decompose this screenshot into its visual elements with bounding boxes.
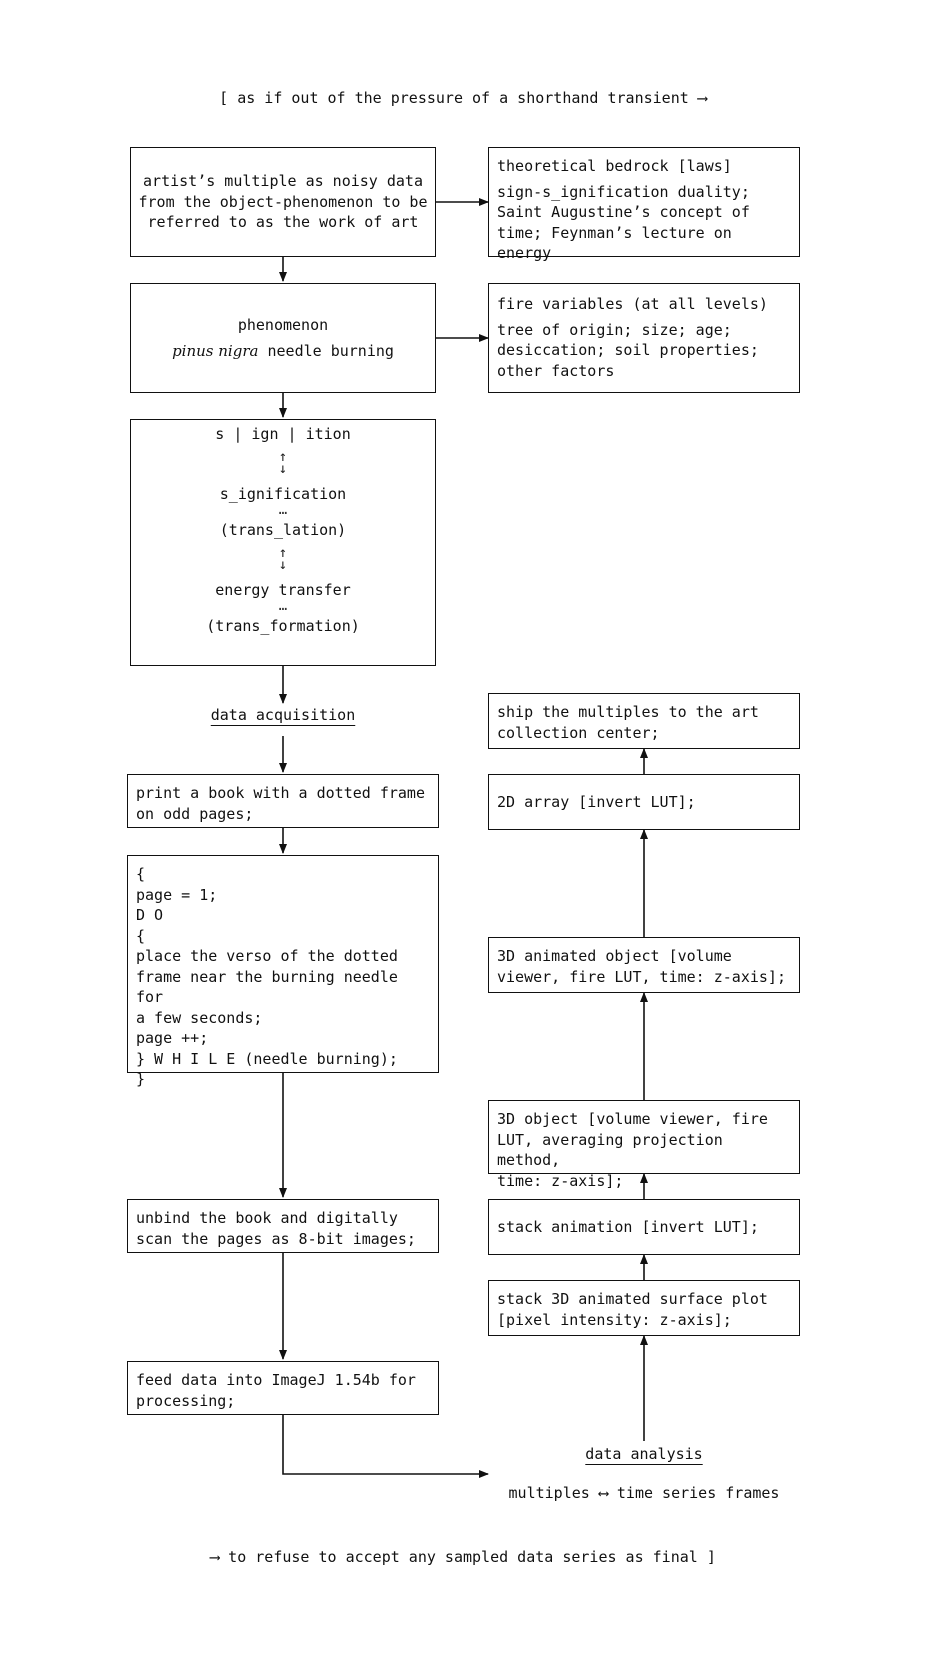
- fire-line: desiccation; soil properties;: [497, 341, 759, 359]
- surface-line: stack 3D animated surface plot: [497, 1290, 768, 1308]
- artist-multiple-box: artist’s multiple as noisy data from the…: [130, 147, 436, 257]
- loop-line: D O: [136, 906, 164, 924]
- double-arrow-icon: ↑: [278, 545, 288, 561]
- anim3d-line: 3D animated object [volume: [497, 947, 732, 965]
- surface-line: [pixel intensity: z-axis];: [497, 1310, 732, 1329]
- feed-line: feed data into ImageJ 1.54b for: [136, 1371, 416, 1389]
- translation-line: (trans_lation): [219, 521, 347, 539]
- header-caption: [ as if out of the pressure of a shortha…: [219, 89, 707, 107]
- artist-line: from the object-phenomenon to be: [138, 192, 428, 211]
- data-analysis-label: data analysis: [585, 1445, 703, 1463]
- obj3d-line: 3D object [volume viewer, fire: [497, 1110, 768, 1128]
- fire-line: other factors: [497, 361, 615, 380]
- ellipsis: …: [278, 598, 288, 614]
- unbind-line: unbind the book and digitally: [136, 1209, 398, 1227]
- loop-line: frame near the burning needle for: [136, 967, 407, 1007]
- feed-imagej-box: feed data into ImageJ 1.54b for processi…: [127, 1361, 439, 1415]
- artist-line: artist’s multiple as noisy data: [143, 172, 423, 191]
- obj3d-line: LUT, averaging projection method,: [497, 1130, 732, 1170]
- unbind-line: scan the pages as 8-bit images;: [136, 1229, 416, 1248]
- multiples-caption: multiples ⟷ time series frames: [508, 1484, 780, 1502]
- fire-variables-box: fire variables (at all levels) tree of o…: [488, 283, 800, 393]
- fire-line: tree of origin; size; age;: [497, 320, 732, 339]
- double-arrow-icon: ↓: [278, 461, 288, 477]
- loop-line: place the verso of the dotted: [136, 947, 398, 965]
- loop-line: page = 1;: [136, 885, 218, 904]
- print-line: print a book with a dotted frame: [136, 784, 425, 802]
- footer-caption: ⟶ to refuse to accept any sampled data s…: [210, 1548, 716, 1566]
- ship-line: ship the multiples to the art: [497, 703, 759, 721]
- data-acquisition-label: data acquisition: [210, 706, 356, 724]
- double-arrow-icon: ↑: [278, 449, 288, 465]
- loop-line: } W H I L E (needle burning);: [136, 1049, 398, 1068]
- double-arrow-icon: ↓: [278, 557, 288, 573]
- phenomenon-rest: needle burning: [258, 342, 394, 360]
- theory-title: theoretical bedrock [laws]: [497, 157, 732, 175]
- array-2d-box: 2D array [invert LUT];: [488, 774, 800, 830]
- arrow-feed-to-analysis: [282, 1415, 489, 1478]
- feed-line: processing;: [136, 1391, 236, 1410]
- theory-line: time; Feynman’s lecture on energy: [497, 223, 741, 263]
- energy-transfer-line: energy transfer: [215, 581, 351, 599]
- obj3d-line: time: z-axis];: [497, 1171, 624, 1190]
- surface-plot-box: stack 3D animated surface plot [pixel in…: [488, 1280, 800, 1336]
- theory-line: sign-s_ignification duality;: [497, 182, 750, 201]
- anim3d-line: viewer, fire LUT, time: z-axis];: [497, 967, 786, 986]
- theory-line: Saint Augustine’s concept of: [497, 203, 750, 221]
- ship-line: collection center;: [497, 723, 660, 742]
- burning-loop-box: { page = 1; D O { place the verso of the…: [127, 855, 439, 1088]
- phenomenon-subtitle: pinus nigra needle burning: [172, 338, 394, 364]
- unbind-scan-box: unbind the book and digitally scan the p…: [127, 1199, 439, 1253]
- print-line: on odd pages;: [136, 804, 254, 823]
- loop-line: {: [136, 865, 146, 883]
- loop-line: {: [136, 926, 146, 945]
- theoretical-bedrock-box: theoretical bedrock [laws] sign-s_ignifi…: [488, 147, 800, 262]
- loop-line: }: [136, 1070, 146, 1088]
- loop-line: page ++;: [136, 1029, 209, 1047]
- print-book-box: print a book with a dotted frame on odd …: [127, 774, 439, 828]
- animated-3d-object-box: 3D animated object [volume viewer, fire …: [488, 937, 800, 993]
- phenomenon-box: phenomenon pinus nigra needle burning: [130, 283, 436, 393]
- stack-line: stack animation [invert LUT];: [497, 1217, 759, 1236]
- ellipsis: …: [278, 502, 288, 518]
- object-3d-box: 3D object [volume viewer, fire LUT, aver…: [488, 1100, 800, 1190]
- signification-line: s_ignification: [219, 485, 347, 503]
- loop-line: a few seconds;: [136, 1008, 263, 1027]
- fire-title: fire variables (at all levels): [497, 295, 768, 313]
- array2d-line: 2D array [invert LUT];: [497, 792, 696, 811]
- phenomenon-title: phenomenon: [237, 316, 329, 334]
- stack-animation-box: stack animation [invert LUT];: [488, 1199, 800, 1255]
- transformation-line: (trans_formation): [206, 617, 360, 635]
- signition-line: s | ign | ition: [215, 425, 351, 443]
- species-name: pinus nigra: [172, 342, 259, 360]
- artist-line: referred to as the work of art: [147, 213, 419, 232]
- ship-multiples-box: ship the multiples to the art collection…: [488, 693, 800, 749]
- signition-box: s | ign | ition ↑ ↓ s_ignification … (tr…: [130, 419, 436, 666]
